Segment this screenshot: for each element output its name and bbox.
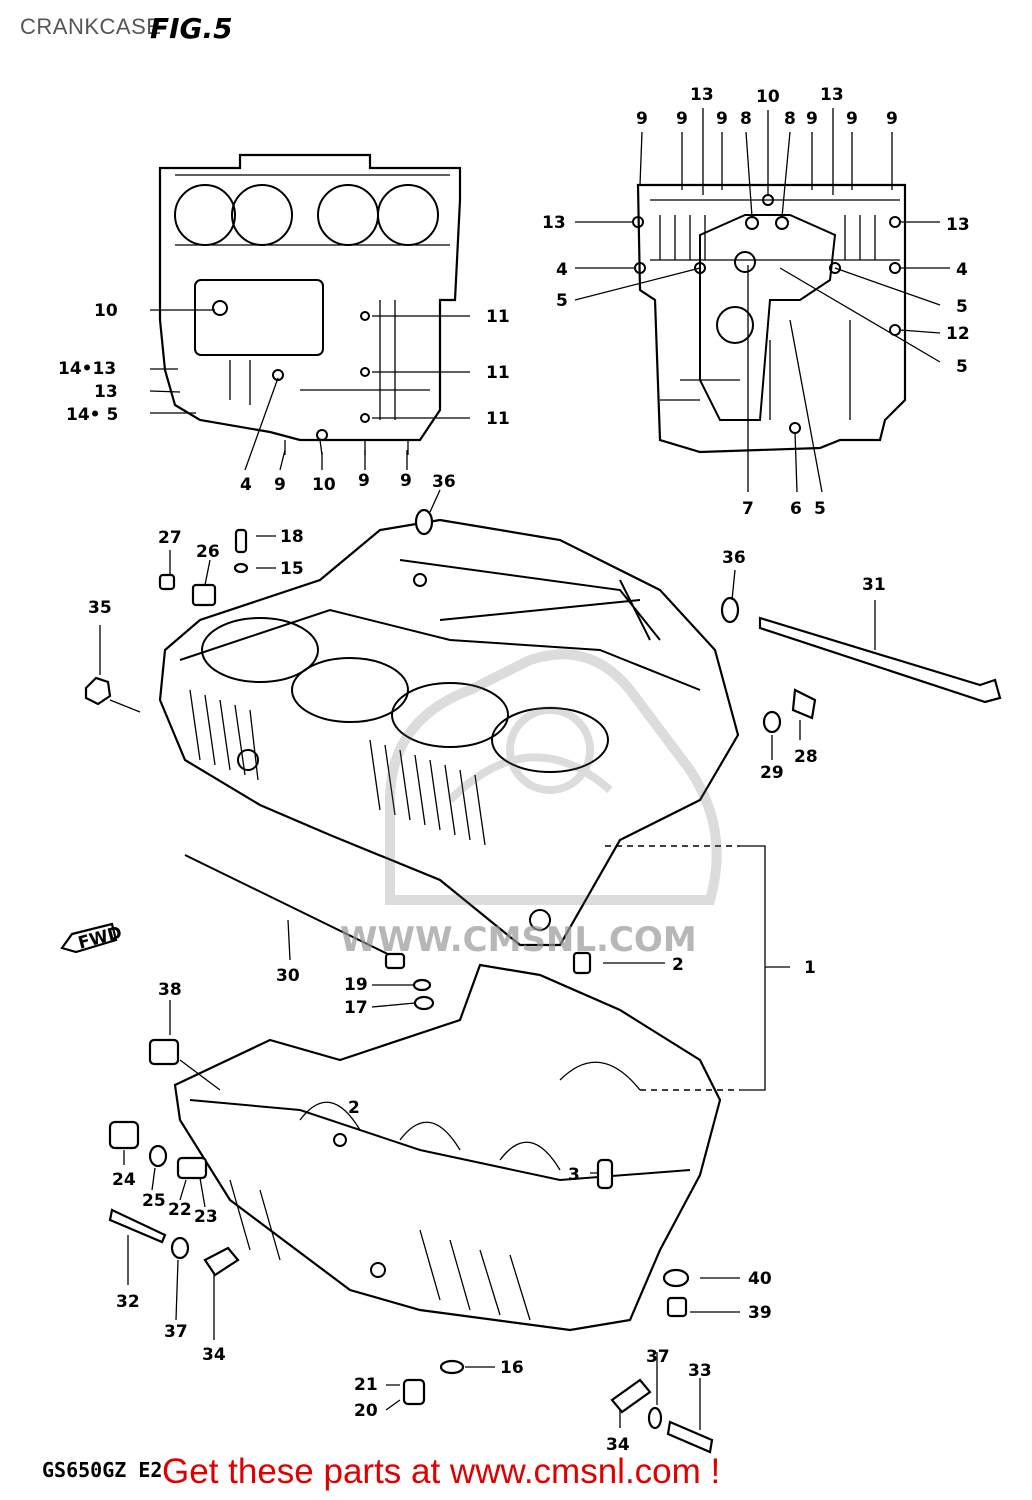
callout-label: 11 xyxy=(486,363,510,383)
callout-label: 36 xyxy=(722,548,746,568)
callout-label: 22 xyxy=(168,1200,192,1220)
callout-label: 5 xyxy=(956,357,968,377)
callout-label: 8 xyxy=(784,109,796,129)
callout-label: 15 xyxy=(280,559,304,579)
callout-label: 12 xyxy=(946,324,970,344)
lower-case-view xyxy=(632,183,907,454)
callout-label: 26 xyxy=(196,542,220,562)
callout-label: 13 xyxy=(542,213,566,233)
fwd-label: FWD xyxy=(76,923,124,954)
callout-label: 20 xyxy=(354,1401,378,1421)
callouts-top-left: 10 11 11 11 14•13 13 14• 5 4 9 10 9 9 xyxy=(58,301,510,495)
callout-label: 10 xyxy=(756,87,780,107)
callout-leaders-top-left xyxy=(149,309,470,471)
callout-label: 11 xyxy=(486,409,510,429)
callout-label: 27 xyxy=(158,528,182,548)
cmsnl-watermark-logo-icon xyxy=(385,649,722,905)
callout-label: 9 xyxy=(806,109,818,129)
callout-leaders-top-right xyxy=(574,108,950,493)
callout-label: 34 xyxy=(606,1435,630,1455)
callout-label: 5 xyxy=(814,499,826,519)
callout-label: 38 xyxy=(158,980,182,1000)
callout-label: 16 xyxy=(500,1358,524,1378)
upper-case-view xyxy=(158,153,462,456)
callout-label: 6 xyxy=(790,499,802,519)
callouts-top-right: 9 9 9 8 10 8 9 9 9 13 13 13 13 4 5 4 5 1… xyxy=(542,85,970,519)
callout-label: 9 xyxy=(886,109,898,129)
watermark-text: WWW.CMSNL.COM xyxy=(340,920,697,960)
callout-label: 13 xyxy=(690,85,714,105)
lower-crankcase xyxy=(173,963,722,1332)
callout-label: 1 xyxy=(804,958,816,978)
callout-label: 19 xyxy=(344,975,368,995)
callout-label: 31 xyxy=(862,575,886,595)
callout-label: 35 xyxy=(88,598,112,618)
callout-label: 3 xyxy=(568,1165,580,1185)
callout-label: 9 xyxy=(846,109,858,129)
callout-label: 9 xyxy=(676,109,688,129)
callout-label: 29 xyxy=(760,763,784,783)
upper-crankcase xyxy=(158,518,740,947)
callout-label: 36 xyxy=(432,472,456,492)
callout-label: 9 xyxy=(636,109,648,129)
callout-label: 32 xyxy=(116,1292,140,1312)
callout-label: 4 xyxy=(556,260,568,280)
callout-label: 40 xyxy=(748,1269,772,1289)
callout-label: 33 xyxy=(688,1361,712,1381)
callout-label: 14•13 xyxy=(58,359,116,379)
callout-label: 9 xyxy=(358,471,370,491)
callout-label: 11 xyxy=(486,307,510,327)
small-parts xyxy=(84,508,1002,1454)
callout-label: 34 xyxy=(202,1345,226,1365)
callout-label: 13 xyxy=(946,215,970,235)
callout-label: 7 xyxy=(742,499,754,519)
assembly-bracket xyxy=(605,845,740,1091)
callout-label: 18 xyxy=(280,527,304,547)
callout-label: 2 xyxy=(672,955,684,975)
callout-label: 30 xyxy=(276,966,300,986)
callout-label: 8 xyxy=(740,109,752,129)
callout-label: 28 xyxy=(794,747,818,767)
figure-label: FIG.5 xyxy=(150,12,233,45)
promo-link[interactable]: Get these parts at www.cmsnl.com ! xyxy=(162,1452,721,1491)
callout-label: 5 xyxy=(956,297,968,317)
callout-label: 4 xyxy=(240,475,252,495)
callout-label: 21 xyxy=(354,1375,378,1395)
page-title: CRANKCASE xyxy=(20,14,162,39)
callout-label: 9 xyxy=(274,475,286,495)
callout-label: 4 xyxy=(956,260,968,280)
callout-leaders-main xyxy=(99,489,876,1430)
callout-label: 14• 5 xyxy=(66,405,118,425)
model-code: GS650GZ E2 xyxy=(42,1458,163,1482)
callout-label: 10 xyxy=(312,475,336,495)
callout-label: 10 xyxy=(94,301,118,321)
callout-label: 37 xyxy=(646,1347,670,1367)
forward-arrow-icon: FWD xyxy=(60,922,124,954)
callout-label: 9 xyxy=(716,109,728,129)
callout-label: 9 xyxy=(400,471,412,491)
callout-label: 25 xyxy=(142,1191,166,1211)
callout-label: 24 xyxy=(112,1170,136,1190)
callout-label: 23 xyxy=(194,1207,218,1227)
callout-label: 17 xyxy=(344,998,368,1018)
callout-label: 13 xyxy=(94,382,118,402)
callout-label: 5 xyxy=(556,291,568,311)
callout-label: 37 xyxy=(164,1322,188,1342)
callout-label: 13 xyxy=(820,85,844,105)
callouts-main: 36 27 26 18 15 35 36 31 28 29 30 2 1 19 … xyxy=(88,472,886,1455)
callout-label: 39 xyxy=(748,1303,772,1323)
callout-label: 2 xyxy=(348,1098,360,1118)
